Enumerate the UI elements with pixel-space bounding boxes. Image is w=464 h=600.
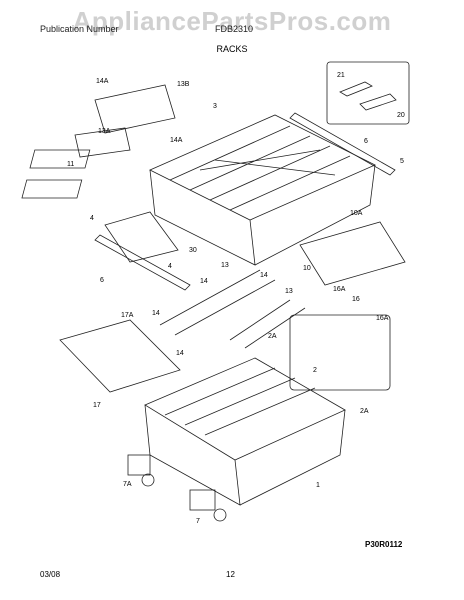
callout: 11 (67, 161, 74, 168)
callout: 10A (350, 210, 363, 217)
callout: 13 (285, 288, 293, 295)
callout: 16A (333, 286, 346, 293)
callout: 20 (397, 112, 405, 119)
callout: 14 (200, 278, 208, 285)
footer-date: 03/08 (40, 570, 61, 579)
callout: 2A (360, 408, 369, 415)
callout: 4 (168, 263, 172, 270)
callout: 13 (221, 262, 229, 269)
section-title: RACKS (216, 44, 248, 54)
rack-adjuster-30 (104, 211, 179, 263)
rack-part-21 (339, 81, 373, 97)
upper-rack (149, 114, 376, 266)
callout: 14A (96, 78, 109, 85)
tray-11-b (21, 179, 83, 199)
cup-shelf (94, 84, 176, 134)
model-number: FDB2310 (215, 24, 254, 34)
callout: 10 (303, 265, 311, 272)
wheel-7a (141, 473, 155, 487)
cup-rack-17 (59, 319, 181, 393)
rack-part-20 (359, 93, 397, 111)
silverware-basket-10 (299, 221, 406, 286)
callout: 6 (100, 277, 104, 284)
bracket-7 (189, 489, 216, 511)
wheel-7 (213, 508, 227, 522)
callout: 14 (176, 350, 184, 357)
rack-rail-top (289, 112, 396, 176)
callout: 21 (337, 72, 345, 79)
basket-2 (289, 314, 391, 391)
tray-11-a (29, 149, 91, 169)
publication-label: Publication Number (40, 24, 119, 34)
rack-rail-lower (94, 234, 191, 291)
callout: 17 (93, 402, 101, 409)
callout: 14 (152, 310, 160, 317)
tine-rows-13 (159, 269, 306, 349)
callout: 7A (123, 481, 132, 488)
callout: 6 (364, 138, 368, 145)
callout: 2A (268, 333, 277, 340)
callout: 13A (98, 128, 111, 135)
callout: 1 (316, 482, 320, 489)
callout: 17A (121, 312, 134, 319)
diagram-code: P30R0112 (365, 540, 403, 549)
callout: 14A (170, 137, 183, 144)
footer-page: 12 (226, 570, 235, 579)
callout: 16 (352, 296, 360, 303)
callout: 7 (196, 518, 200, 525)
callout: 5 (400, 158, 404, 165)
inset-box (326, 61, 410, 125)
lower-rack (144, 357, 346, 506)
callout-labels: 14A 13B 3 13A 14A 11 6 5 4 30 10A 10 4 6… (67, 72, 405, 525)
callout: 16A (376, 315, 389, 322)
callout: 13B (177, 81, 190, 88)
callout: 4 (90, 215, 94, 222)
callout: 2 (313, 367, 317, 374)
bracket-7a (127, 454, 151, 476)
callout: 14 (260, 272, 268, 279)
callout: 3 (213, 103, 217, 110)
callout: 30 (189, 247, 197, 254)
